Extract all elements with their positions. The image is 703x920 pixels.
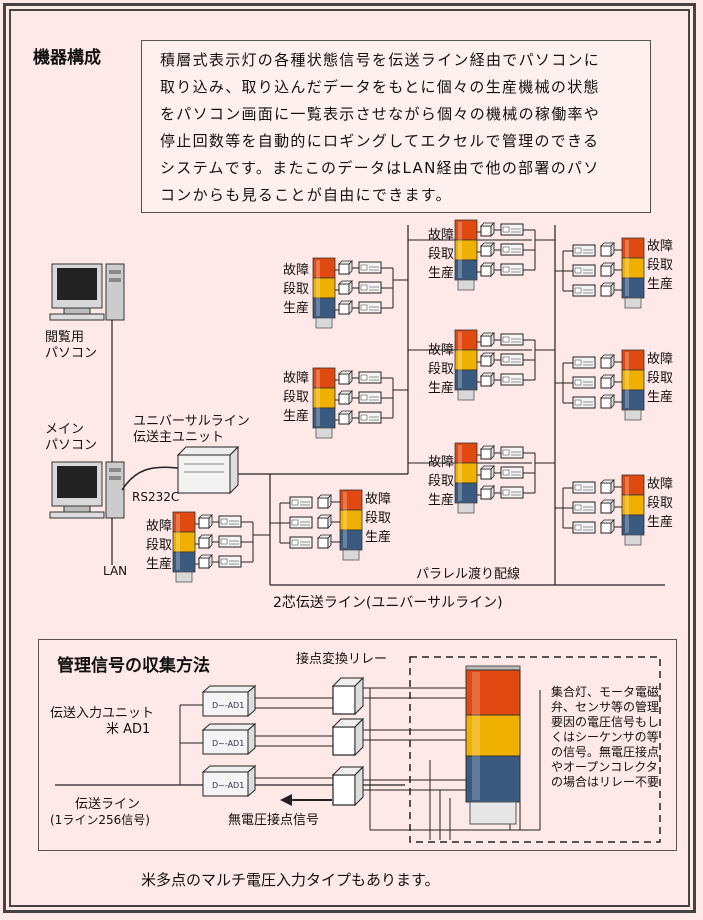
outer-frame — [3, 3, 696, 913]
signal-labels: 故障段取生産 — [283, 371, 310, 424]
signal-labels: 故障段取生産 — [647, 477, 674, 530]
signal-labels: 故障段取生産 — [146, 519, 173, 572]
pc-main-label: メイン — [45, 422, 85, 437]
line-label: 2芯伝送ライン(ユニバーサルライン) — [273, 595, 503, 611]
trans-line-label: 伝送ライン — [75, 797, 141, 812]
svg-text:D~-AD1: D~-AD1 — [212, 781, 244, 790]
master-unit-label: ユニバーサルライン — [133, 414, 250, 429]
station-9 — [555, 349, 645, 421]
relay-2 — [331, 717, 365, 757]
signal-labels: 故障段取生産 — [647, 239, 674, 292]
intro-line: 積層式表示灯の各種状態信号を伝送ライン経由でパソコンに — [160, 51, 601, 69]
inner-frame — [9, 9, 690, 907]
svg-text:D~-AD1: D~-AD1 — [212, 701, 244, 710]
station-3 — [455, 220, 535, 290]
signal-labels: 故障段取生産 — [365, 492, 392, 545]
intro-line: システムです。またこのデータはLAN経由で他の部署のパソ — [160, 159, 600, 177]
station-8 — [555, 237, 645, 309]
big-signal-tower — [465, 665, 521, 825]
signal-labels: 故障段取生産 — [428, 343, 455, 396]
relay-label: 接点変換リレー — [296, 652, 388, 667]
parallel-label: パラレル渡り配線 — [416, 567, 521, 582]
intro-box: 積層式表示灯の各種状態信号を伝送ライン経由でパソコンに 取り込み、取り込んだデー… — [141, 40, 651, 213]
input-unit-1: D~-AD1 — [201, 684, 257, 718]
intro-line: コンからも見ることが自由にできます。 — [160, 186, 452, 204]
collect-section-box — [38, 639, 677, 851]
intro-line: 取り込み、取り込んだデータをもとに個々の生産機械の状態 — [160, 78, 600, 96]
master-unit-label: 伝送主ユニット — [133, 430, 225, 445]
signal-labels: 故障段取生産 — [283, 263, 310, 316]
heading-collect: 管理信号の収集方法 — [57, 656, 210, 676]
station-4 — [455, 330, 535, 400]
station-7 — [270, 489, 363, 561]
dry-contact-label: 無電圧接点信号 — [228, 813, 320, 828]
signal-labels: 故障段取生産 — [428, 455, 455, 508]
relay-1 — [331, 676, 365, 716]
lan-label: LAN — [103, 564, 128, 578]
pc-view-label: パソコン — [45, 346, 98, 361]
signal-labels: 故障段取生産 — [647, 352, 674, 405]
station-1 — [313, 258, 393, 328]
station-6 — [173, 512, 253, 582]
input-unit-label: 伝送入力ユニット — [50, 706, 155, 721]
signal-labels: 故障段取生産 — [428, 228, 455, 281]
input-unit-2: D~-AD1 — [201, 722, 257, 756]
pc-main — [49, 461, 125, 519]
intro-line: をパソコン画面に一覧表示させながら個々の機械の稼働率や — [160, 105, 601, 123]
station-2 — [313, 368, 393, 438]
station-10 — [555, 474, 645, 546]
station-5 — [455, 443, 535, 513]
input-unit-3: D~-AD1 — [201, 764, 257, 798]
footer-note: 米多点のマルチ電圧入力タイプもあります。 — [141, 871, 440, 889]
master-unit — [176, 445, 240, 495]
svg-text:D~-AD1: D~-AD1 — [212, 739, 244, 748]
intro-line: 停止回数等を自動的にロギングしてエクセルで管理のできる — [160, 132, 600, 150]
trans-line-label: (1ライン256信号) — [50, 813, 150, 827]
relay-3 — [331, 765, 365, 807]
pc-view — [49, 263, 125, 321]
note-text: 集合灯、モータ電磁弁、センサ等の管理要因の電圧信号もしくはシーケンサの等の信号。… — [551, 685, 660, 789]
input-unit-label: 米 AD1 — [106, 722, 151, 737]
heading-config: 機器構成 — [33, 48, 101, 68]
left-arrow-icon — [280, 794, 332, 806]
rs232c-label: RS232C — [132, 490, 180, 504]
pc-view-label: 閲覧用 — [45, 330, 85, 345]
pc-main-label: パソコン — [45, 438, 98, 453]
